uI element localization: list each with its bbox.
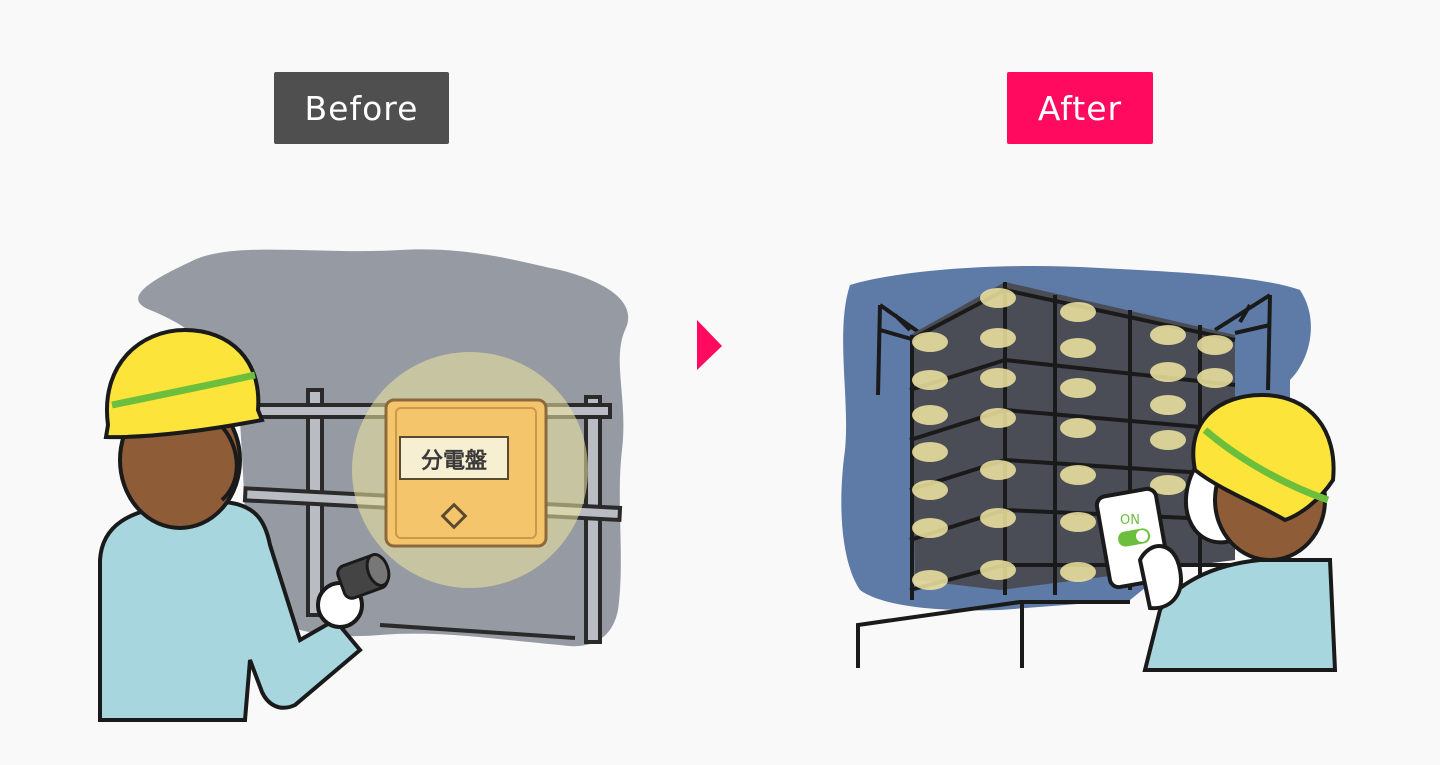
phone-status-text: ON <box>1120 513 1140 528</box>
after-label: After <box>1007 72 1153 144</box>
switch-toggle-icon <box>1118 528 1151 547</box>
cranes <box>876 293 1272 396</box>
after-scene: ON <box>841 265 1338 672</box>
distribution-panel: 分電盤 <box>384 398 548 548</box>
building-lights <box>912 288 1233 590</box>
arrow-right-icon <box>697 320 722 370</box>
worker-before <box>98 327 391 722</box>
diamond-icon <box>440 502 468 530</box>
before-scene: 分電盤 <box>98 249 629 722</box>
helmet-icon <box>103 327 265 440</box>
panel-sign: 分電盤 <box>421 448 488 474</box>
flashlight-icon <box>336 553 391 600</box>
worker-after: ON <box>1094 392 1338 672</box>
building-frame <box>909 282 1236 600</box>
before-label: Before <box>274 72 449 144</box>
